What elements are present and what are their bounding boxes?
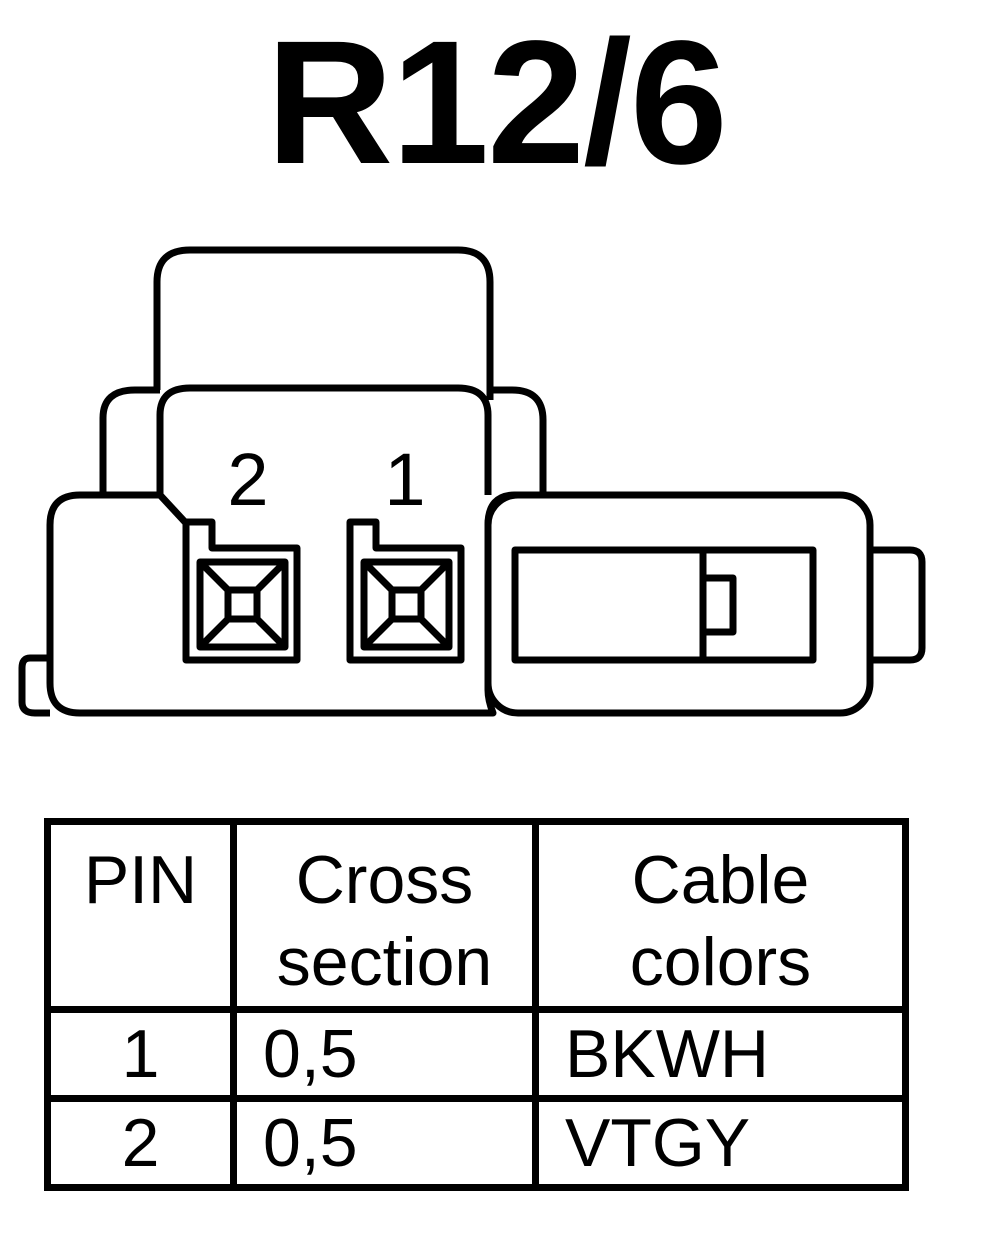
header-cross-section-line1: Cross bbox=[295, 842, 474, 918]
foot-left bbox=[18, 654, 50, 717]
header-cross-section: Cross section bbox=[230, 818, 539, 1013]
table-header-row: PIN Cross section Cable colors bbox=[44, 818, 909, 1013]
header-cross-section-line2: section bbox=[276, 924, 493, 1000]
latch-top bbox=[153, 246, 494, 400]
pin-1-cavity bbox=[346, 518, 465, 664]
pin-label-2: 2 bbox=[227, 438, 268, 521]
pin-table: PIN Cross section Cable colors 1 0,5 BKW… bbox=[44, 818, 909, 1191]
pin-2-cavity bbox=[182, 518, 301, 664]
table-row: 1 0,5 BKWH bbox=[44, 1006, 909, 1102]
housing-inner bbox=[156, 384, 492, 495]
connector-diagram: 2 1 bbox=[18, 246, 926, 717]
table-row: 2 0,5 VTGY bbox=[44, 1095, 909, 1191]
housing-bevel bbox=[157, 492, 188, 525]
pin-label-1: 1 bbox=[384, 438, 425, 521]
header-cable-colors: Cable colors bbox=[532, 818, 909, 1013]
latch-housing-right bbox=[484, 491, 874, 717]
row-1-cable-color: BKWH bbox=[532, 1006, 909, 1102]
row-1-pin: 1 bbox=[44, 1006, 237, 1102]
header-cable-colors-line2: colors bbox=[629, 924, 812, 1000]
row-2-pin: 2 bbox=[44, 1095, 237, 1191]
shoulder-right bbox=[488, 386, 547, 495]
row-2-cable-color: VTGY bbox=[532, 1095, 909, 1191]
latch-window bbox=[511, 546, 817, 664]
header-pin: PIN bbox=[44, 818, 237, 1013]
latch-catch bbox=[699, 574, 737, 636]
row-2-cross-section: 0,5 bbox=[230, 1095, 539, 1191]
shoulder-left bbox=[99, 386, 160, 495]
latch-tab-right bbox=[870, 546, 926, 664]
row-1-cross-section: 0,5 bbox=[230, 1006, 539, 1102]
header-cable-colors-line1: Cable bbox=[631, 842, 810, 918]
connector-title: R12/6 bbox=[266, 5, 728, 201]
